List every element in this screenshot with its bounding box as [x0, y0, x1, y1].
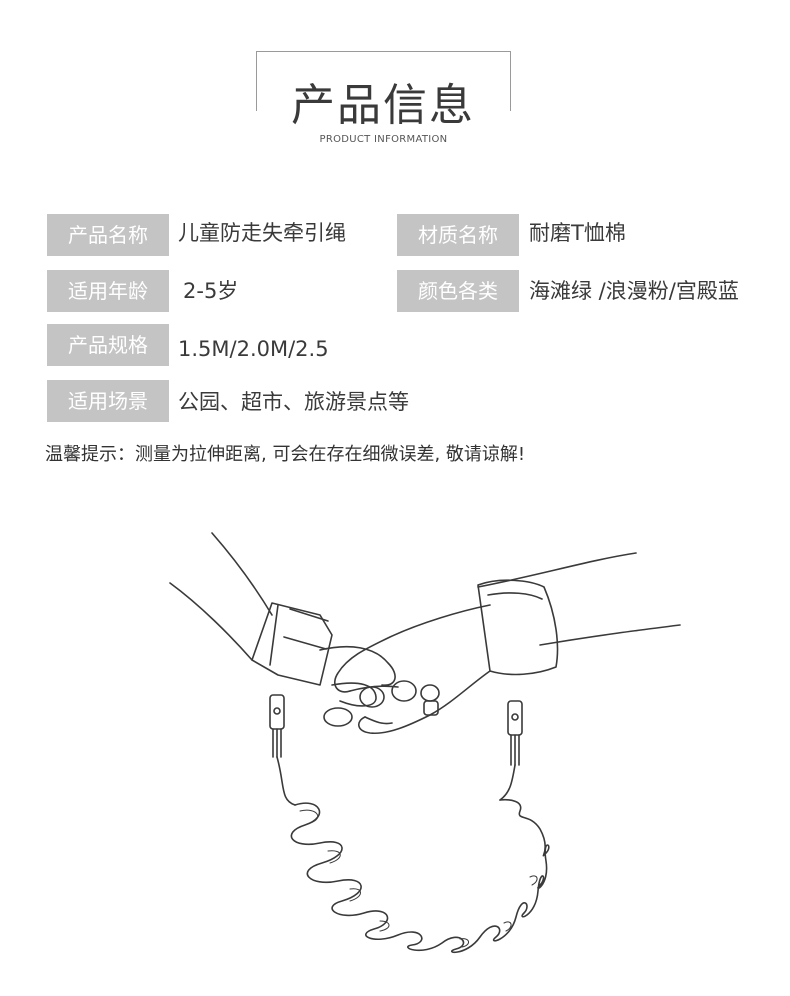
measurement-note: 温馨提示：测量为拉伸距离, 可会在存在细微误差, 敬请谅解! [45, 444, 526, 465]
product-name-value: 儿童防走失牵引绳 [178, 221, 346, 245]
scene-label: 适用场景 [47, 380, 169, 422]
material-label: 材质名称 [397, 214, 519, 256]
page-title: 产品信息 [268, 76, 498, 136]
product-name-label: 产品名称 [47, 214, 169, 256]
material-value: 耐磨T恤棉 [529, 221, 626, 245]
size-value: 1.5M/2.0M/2.5 [178, 337, 329, 361]
color-label: 颜色各类 [397, 270, 519, 312]
page-subtitle: PRODUCT INFORMATION [319, 134, 448, 145]
hands-holding-leash-illustration [169, 532, 681, 954]
age-label: 适用年龄 [47, 270, 169, 312]
title-frame [256, 51, 511, 111]
age-value: 2-5岁 [183, 279, 239, 303]
scene-value: 公园、超市、旅游景点等 [178, 390, 409, 414]
size-label: 产品规格 [47, 324, 169, 366]
color-value: 海滩绿 /浪漫粉/宫殿蓝 [529, 279, 739, 303]
